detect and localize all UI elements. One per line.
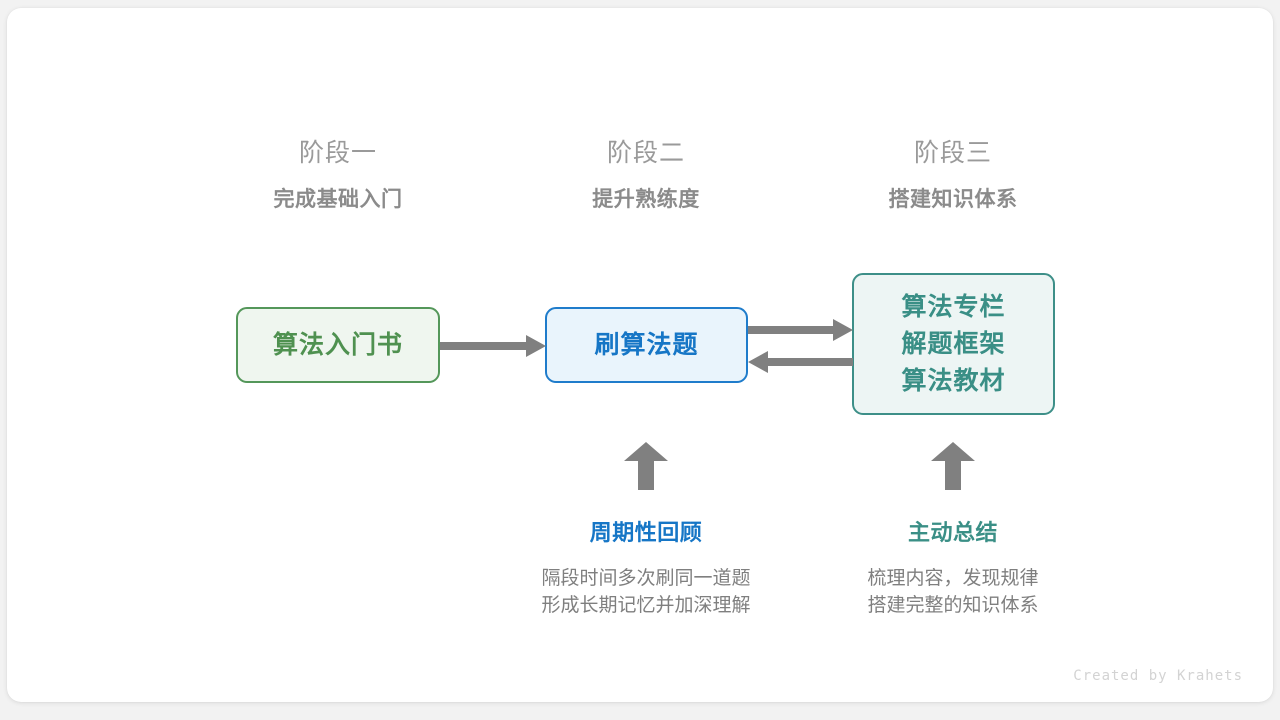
annotation-periodic-review: 周期性回顾 隔段时间多次刷同一道题 形成长期记忆并加深理解 bbox=[496, 518, 796, 619]
annotation-summary-desc-line-2: 搭建完整的知识体系 bbox=[867, 595, 1039, 616]
node-practice-problems[interactable]: 刷算法题 bbox=[545, 307, 748, 383]
node-resources-line-3: 算法教材 bbox=[901, 366, 1006, 395]
annotation-summary-desc: 梳理内容，发现规律 搭建完整的知识体系 bbox=[803, 565, 1103, 619]
phase-column-2: 阶段二 提升熟练度 bbox=[516, 136, 776, 215]
annotation-summary-title: 主动总结 bbox=[907, 520, 998, 545]
phase-column-3: 阶段三 搭建知识体系 bbox=[823, 136, 1083, 215]
annotation-review-desc-line-1: 隔段时间多次刷同一道题 bbox=[541, 568, 751, 589]
phase-title-1: 阶段一 bbox=[298, 139, 377, 167]
arrow-summary-up bbox=[931, 442, 975, 490]
node-intro-book[interactable]: 算法入门书 bbox=[236, 307, 440, 383]
arrow-book-to-practice bbox=[440, 335, 546, 357]
node-intro-book-label: 算法入门书 bbox=[272, 330, 403, 359]
phase-title-3: 阶段三 bbox=[913, 139, 992, 167]
arrow-resources-to-practice bbox=[748, 351, 853, 373]
phase-subtitle-3: 搭建知识体系 bbox=[888, 188, 1018, 211]
phase-column-1: 阶段一 完成基础入门 bbox=[208, 136, 468, 215]
node-resources-line-1: 算法专栏 bbox=[901, 292, 1006, 321]
arrow-review-up bbox=[624, 442, 668, 490]
annotation-summary-desc-line-1: 梳理内容，发现规律 bbox=[867, 568, 1039, 589]
arrow-practice-to-resources bbox=[748, 319, 853, 341]
diagram-card: 阶段一 完成基础入门 阶段二 提升熟练度 阶段三 搭建知识体系 算法入门书 刷算… bbox=[7, 8, 1273, 702]
annotation-review-desc: 隔段时间多次刷同一道题 形成长期记忆并加深理解 bbox=[496, 565, 796, 619]
phase-title-2: 阶段二 bbox=[606, 139, 685, 167]
watermark-credit: Created by Krahets bbox=[1073, 668, 1243, 684]
node-practice-problems-label: 刷算法题 bbox=[594, 330, 699, 359]
phase-subtitle-1: 完成基础入门 bbox=[273, 188, 403, 211]
node-resources[interactable]: 算法专栏 解题框架 算法教材 bbox=[852, 273, 1055, 415]
annotation-review-title: 周期性回顾 bbox=[589, 520, 703, 545]
annotation-active-summary: 主动总结 梳理内容，发现规律 搭建完整的知识体系 bbox=[803, 518, 1103, 619]
node-resources-line-2: 解题框架 bbox=[901, 329, 1006, 358]
annotation-review-desc-line-2: 形成长期记忆并加深理解 bbox=[541, 595, 751, 616]
phase-subtitle-2: 提升熟练度 bbox=[592, 188, 700, 211]
